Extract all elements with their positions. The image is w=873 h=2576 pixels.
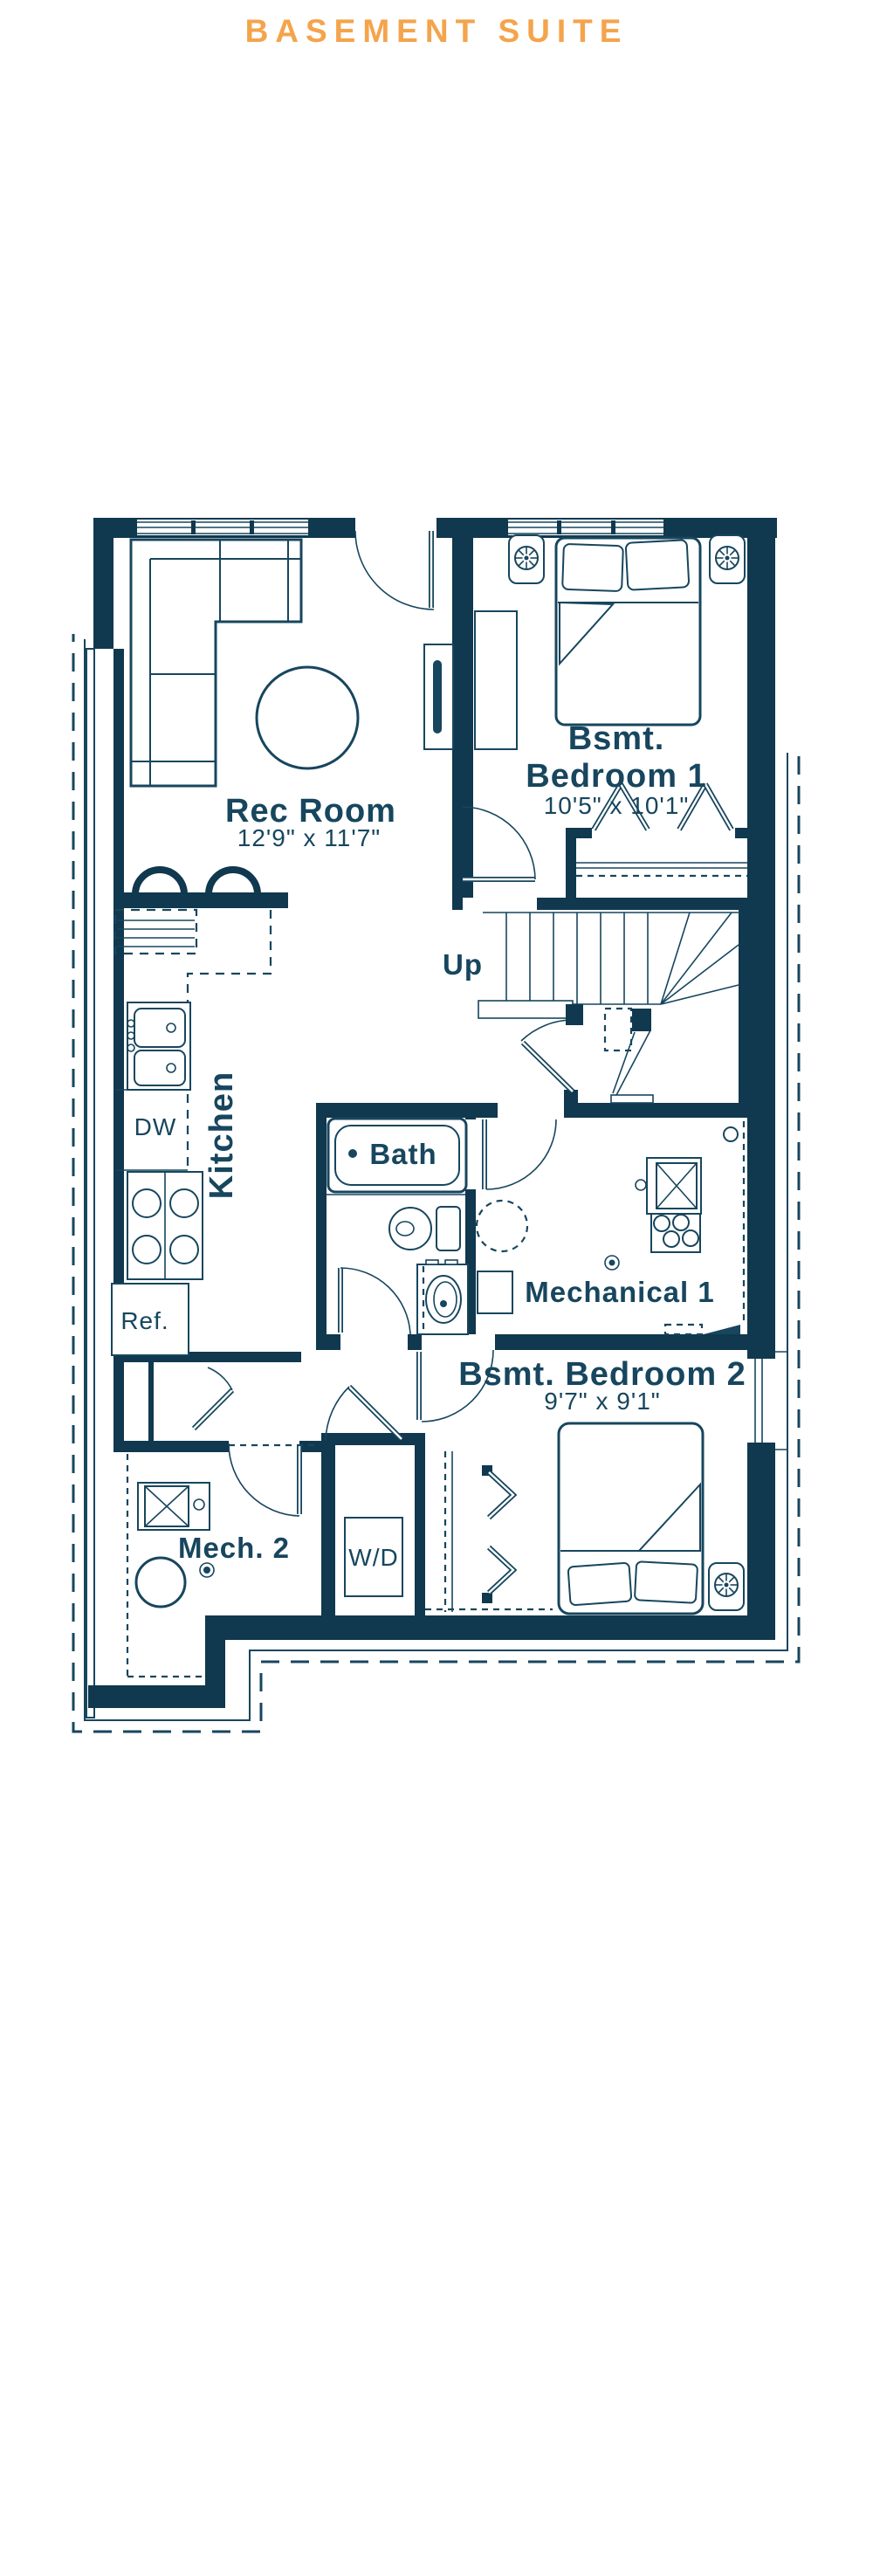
stairs-up-label: Up (443, 948, 483, 981)
mech2-door (228, 1443, 302, 1517)
windows (137, 520, 788, 1450)
rough-in-circle (475, 1199, 529, 1253)
bedroom1: Bsmt. Bedroom 1 10'5" x 10'1" (474, 534, 747, 878)
ceiling-light-icon-1 (508, 534, 545, 584)
kitchen-sink-icon (127, 1002, 191, 1091)
fridge-icon: Ref. (111, 1283, 189, 1356)
kitchen-label: Kitchen (203, 1071, 240, 1199)
bedroom2-door (416, 1349, 494, 1422)
bedroom2-closet-bifold-doors (486, 1470, 518, 1595)
hall-door (520, 1019, 575, 1094)
bedroom2: Bsmt. Bedroom 2 9'7" x 9'1" (425, 1356, 746, 1615)
bath-lower-door (338, 1267, 411, 1335)
tv-console-icon (423, 644, 454, 750)
bedroom1-closet-shelf (576, 862, 747, 878)
mechanical1: Mechanical 1 (475, 1121, 746, 1336)
bed-icon-2 (557, 1422, 705, 1615)
stove-icon (127, 1171, 203, 1280)
window-bedroom2 (747, 1351, 788, 1450)
water-pump-icon (650, 1213, 701, 1253)
bath-label: Bath (369, 1138, 436, 1170)
foundation-outline (72, 634, 801, 1733)
rec-room: Rec Room 12'9" x 11'7" (129, 538, 454, 895)
sofa-icon (129, 538, 303, 788)
stairs: Up (443, 912, 740, 1104)
bed-icon-1 (554, 536, 702, 727)
bedroom1-label-line1: Bsmt. (568, 720, 665, 757)
furnace-icon-2 (137, 1482, 210, 1531)
dishwasher-label: DW (134, 1113, 177, 1140)
water-tank-icon (134, 1556, 187, 1608)
shelf-icon (477, 1271, 513, 1314)
floor-drain-icon-1 (604, 1255, 620, 1271)
mechanical1-label: Mechanical 1 (525, 1276, 714, 1308)
furnace-icon-1 (635, 1157, 702, 1215)
small-vent-icon (723, 1126, 739, 1142)
ceiling-light-icon-2 (709, 534, 746, 584)
entry-door (354, 518, 436, 610)
bath-door (482, 1119, 557, 1190)
floor-drain-icon-2 (199, 1562, 215, 1578)
nook-door (191, 1367, 235, 1431)
bedroom2-closet (425, 1451, 553, 1612)
bedroom2-dims: 9'7" x 9'1" (544, 1388, 660, 1415)
stool-icons (132, 866, 261, 895)
rec-room-label: Rec Room (225, 793, 396, 830)
mech2: Mech. 2 (126, 1443, 320, 1678)
rec-room-dims: 12'9" x 11'7" (237, 824, 381, 851)
rug-icon (255, 665, 360, 770)
washer-dryer-icon (344, 1517, 403, 1597)
fridge-label: Ref. (120, 1307, 168, 1334)
bedroom2-label: Bsmt. Bedroom 2 (458, 1356, 746, 1393)
doors (191, 518, 734, 1595)
ceiling-light-icon-3 (708, 1562, 745, 1611)
washer-dryer-label: W/D (348, 1544, 398, 1571)
dresser-icon (474, 610, 518, 750)
mech2-label: Mech. 2 (178, 1532, 290, 1564)
bath: Bath (327, 1117, 469, 1335)
toilet-icon (388, 1206, 461, 1251)
vanity-sink-icon (416, 1259, 469, 1335)
page-title: BASEMENT SUITE (245, 13, 629, 49)
window-bedroom1 (508, 520, 663, 535)
bathtub-icon: Bath (327, 1117, 468, 1194)
laundry: W/D (344, 1517, 403, 1597)
kitchen: DW Ref. Kitchen (111, 908, 272, 1356)
bedroom1-closet-doors (591, 782, 734, 831)
bedroom1-door (462, 806, 536, 882)
kitchen-counter (113, 908, 272, 1284)
walls (86, 518, 777, 1718)
bedroom1-label-line2: Bedroom 1 (526, 758, 706, 795)
bedroom1-dims: 10'5" x 10'1" (544, 792, 690, 819)
beam-marker (663, 1323, 740, 1336)
window-rec-room (137, 520, 308, 535)
wd-closet-door (325, 1384, 404, 1442)
